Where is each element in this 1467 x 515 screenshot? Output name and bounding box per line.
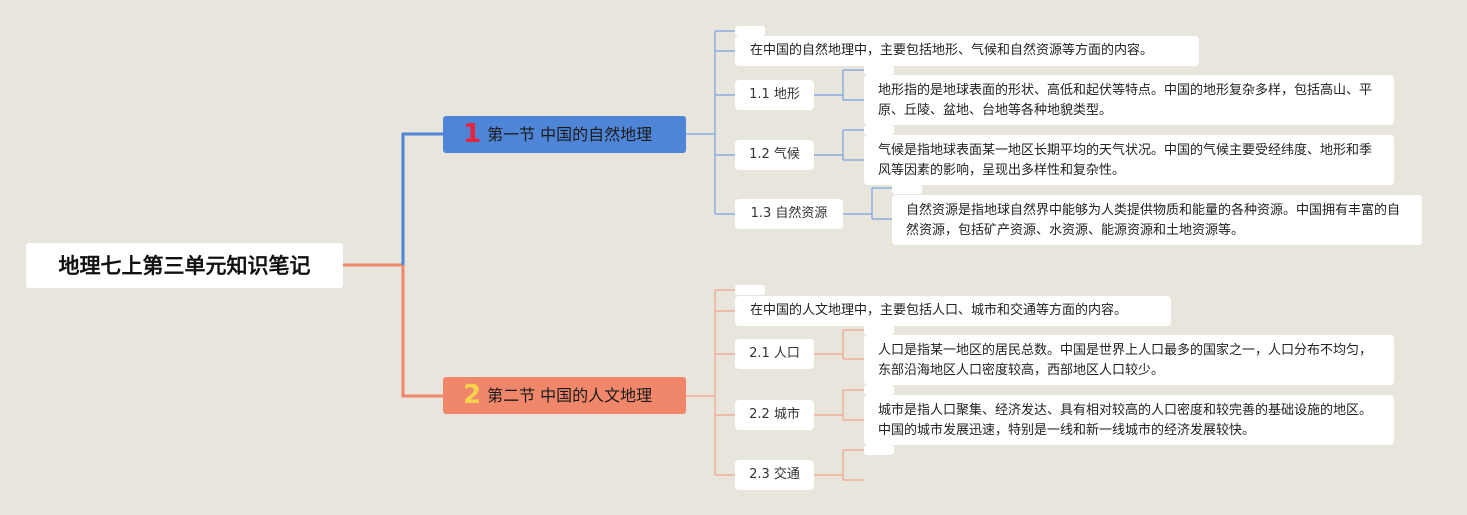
root-topic[interactable]: 地理七上第三单元知识笔记 [26,243,343,288]
topic-1-2[interactable]: 1.2 气候 [735,140,814,170]
topic-1-2-empty-subtopic[interactable] [864,125,894,135]
topic-2-2[interactable]: 2.2 城市 [735,400,814,430]
section-1-number-icon: 1 [463,119,482,149]
connector-root-b2 [401,265,443,398]
section-2-intro[interactable]: 在中国的人文地理中，主要包括人口、城市和交通等方面的内容。 [735,296,1171,326]
section-1-intro[interactable]: 在中国的自然地理中，主要包括地形、气候和自然资源等方面的内容。 [735,36,1199,66]
topic-1-2-description[interactable]: 气候是指地球表面某一地区长期平均的天气状况。中国的气候主要受经纬度、地形和季风等… [864,135,1394,185]
topic-2-1[interactable]: 2.1 人口 [735,339,814,369]
topic-1-3-description[interactable]: 自然资源是指地球自然界中能够为人类提供物质和能量的各种资源。中国拥有丰富的自然资… [892,195,1422,245]
section-2-number-icon: 2 [463,380,482,410]
topic-1-3-empty-subtopic[interactable] [892,184,922,194]
section-2-title: 第二节 中国的人文地理 [487,385,653,405]
section-2-empty-topic[interactable] [735,285,765,295]
topic-2-3[interactable]: 2.3 交通 [735,460,814,490]
topic-2-1-description[interactable]: 人口是指某一地区的居民总数。中国是世界上人口最多的国家之一，人口分布不均匀，东部… [864,335,1394,385]
section-2-topic[interactable]: 2 第二节 中国的人文地理 [443,377,686,414]
topic-2-1-empty-subtopic[interactable] [864,325,894,335]
topic-1-1-empty-subtopic[interactable] [864,65,894,75]
section-1-title: 第一节 中国的自然地理 [487,124,653,144]
topic-1-1[interactable]: 1.1 地形 [735,80,814,110]
section-1-topic[interactable]: 1 第一节 中国的自然地理 [443,116,686,153]
topic-2-2-description[interactable]: 城市是指人口聚集、经济发达、具有相对较高的人口密度和较完善的基础设施的地区。中国… [864,395,1394,445]
connectors-section-2 [686,289,864,481]
topic-2-2-empty-subtopic[interactable] [864,385,894,395]
connectors-section-1 [686,30,892,220]
topic-2-3-empty-subtopic[interactable] [864,445,894,455]
topic-1-1-description[interactable]: 地形指的是地球表面的形状、高低和起伏等特点。中国的地形复杂多样，包括高山、平原、… [864,75,1394,125]
connector-root-b1 [401,132,443,265]
section-1-empty-topic[interactable] [735,26,765,36]
topic-1-3[interactable]: 1.3 自然资源 [735,199,843,229]
